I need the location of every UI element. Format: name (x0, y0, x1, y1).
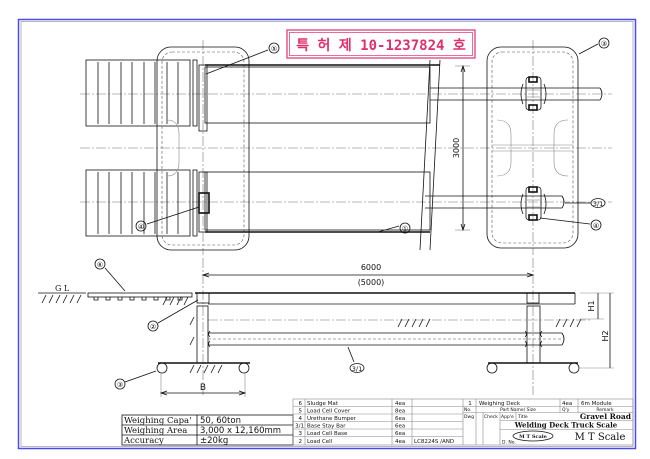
dim-6000: 6000 (361, 263, 381, 272)
dim-h1: H1 (587, 300, 596, 311)
company-name: M T Scale (575, 432, 626, 443)
callout-3-elev: ③ (117, 381, 123, 389)
drawing-title-2: Welding Deck Truck Scale (514, 421, 618, 430)
spec-value: 3,000 x 12,160mm (200, 426, 281, 436)
load-cell-top (520, 76, 547, 111)
callout-1-plan: ① (402, 225, 408, 233)
part-remark: 6m Module (581, 401, 612, 407)
foundation-left (156, 46, 250, 251)
callout-2: ② (150, 323, 156, 331)
weighing-deck (198, 59, 441, 251)
part-qty: 6ea (395, 416, 405, 422)
post-left (196, 305, 209, 364)
part-name: Sludge Mat (307, 401, 339, 407)
part-name: Load Cell Cover (307, 409, 351, 415)
patent-number: 특 허 제 10-1237824 호 (296, 37, 466, 54)
drawing-title-1: Gravel Road (580, 412, 632, 421)
spec-value: ±20kg (200, 436, 228, 446)
base-stay-bars (425, 87, 603, 209)
elevation-view: G L 6000 (5000) (38, 258, 614, 397)
check-label: Check (484, 414, 498, 420)
patent-stamp: 특 허 제 10-1237824 호 (286, 29, 476, 59)
spec-label: Weighing Capa' (124, 416, 191, 426)
sheet-frame (17, 18, 637, 450)
spec-table: Weighing Capa' 50, 60ton Weighing Area 3… (121, 414, 294, 446)
callout-3-1-plan: 3/1 (593, 200, 603, 208)
part-qty: 4ea (395, 401, 405, 407)
ramp-pad-bottom (85, 169, 198, 237)
header-part-name: Part Name/ Size (500, 407, 536, 413)
ramp-pad-top (85, 59, 198, 127)
plan-view: 3000 ⑤ ③ 3/1 ④ ④ ① (80, 37, 612, 255)
header-no: No. (464, 407, 471, 413)
sludge-mat (87, 292, 193, 306)
parts-table: 6 Sludge Mat 4ea 5 Load Cell Cover 8ea 4… (292, 398, 634, 446)
part-name: Weighing Deck (479, 401, 521, 407)
load-cell-bottom (520, 186, 547, 221)
title-label: Title (517, 414, 528, 420)
company-logo: M T Scale (512, 430, 554, 442)
part-qty: 4ea (395, 439, 405, 445)
callout-4-plan-right: ④ (593, 222, 599, 230)
callout-5: ⑤ (271, 45, 277, 53)
dwg-label: Dwg (464, 414, 474, 420)
part-qty: 6ea (395, 431, 405, 437)
part-no: 3/1 (295, 424, 304, 430)
part-no: 1 (468, 401, 472, 407)
callout-4-plan-left: ④ (138, 223, 144, 231)
inner-frame (20, 21, 634, 447)
dim-3000: 3000 (452, 138, 461, 158)
header-remark: Remark (596, 407, 614, 413)
spec-label: Weighing Area (124, 426, 187, 436)
part-no: 5 (299, 409, 303, 415)
drawing-number-label: D. No. (502, 440, 516, 446)
callout-3-1-elev: 3/1 (352, 365, 362, 373)
svg-text:M T Scale: M T Scale (519, 434, 547, 440)
part-name: Load Cell Base (307, 431, 348, 437)
post-right (526, 305, 541, 364)
part-qty: 4ea (562, 401, 572, 407)
dim-5000: (5000) (358, 278, 385, 287)
ground-level-label: G L (55, 284, 70, 293)
part-name: Base Stay Bar (307, 424, 346, 430)
callout-6: ⑥ (97, 261, 103, 269)
part-name: Load Cell (307, 439, 333, 445)
dim-b: B (200, 383, 206, 393)
spec-label: Accuracy (123, 436, 164, 446)
part-qty: 8ea (395, 409, 405, 415)
header-qty: Q'y (562, 407, 570, 413)
foundation-right (486, 46, 579, 249)
part-qty: 6ea (395, 424, 405, 430)
part-no: 4 (299, 416, 303, 422)
part-no: 2 (299, 439, 303, 445)
part-no: 3 (299, 431, 303, 437)
dim-h2: H2 (601, 330, 610, 341)
spec-value: 50, 60ton (200, 416, 241, 426)
part-remark: LC8224S /AND (414, 439, 454, 445)
part-no: 6 (299, 401, 303, 407)
callout-3-plan: ③ (601, 40, 607, 48)
part-name: Urethane Bumper (307, 416, 357, 422)
appe-label: App'e (501, 414, 514, 420)
